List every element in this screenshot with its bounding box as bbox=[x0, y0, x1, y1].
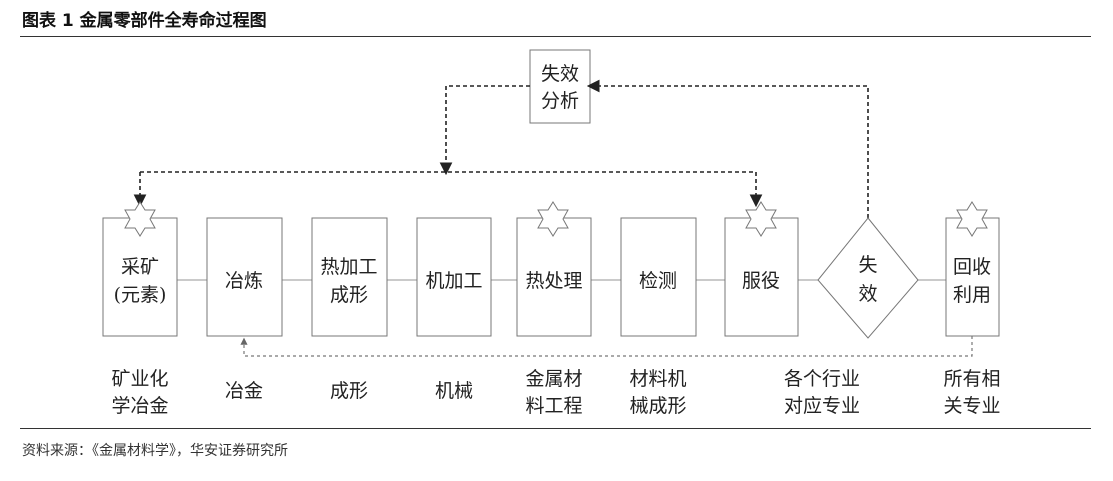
caption-smelting: 冶金 bbox=[225, 380, 263, 402]
caption-line: 材料机 bbox=[629, 368, 686, 390]
node-smelting: 冶炼 bbox=[206, 217, 283, 337]
caption-line: 所有相 bbox=[943, 368, 1000, 390]
caption-line: 关专业 bbox=[943, 395, 1000, 417]
caption-line: 对应专业 bbox=[784, 395, 860, 417]
node-label: 检测 bbox=[639, 270, 677, 292]
caption-service: 各个行业 对应专业 bbox=[784, 368, 860, 417]
recycle-return-line bbox=[240, 336, 973, 357]
caption-line: 械成形 bbox=[629, 395, 686, 417]
node-label: 失 bbox=[858, 254, 877, 276]
node-label: 热处理 bbox=[525, 270, 582, 292]
node-label: 机加工 bbox=[425, 270, 482, 292]
failure-analysis-box bbox=[529, 49, 591, 124]
caption-line: 冶金 bbox=[225, 380, 263, 402]
failure-analysis-label-line2: 分析 bbox=[541, 90, 579, 112]
caption-line: 矿业化 bbox=[111, 368, 168, 390]
node-label: 服役 bbox=[742, 270, 780, 292]
star-icon-service bbox=[745, 201, 777, 237]
node-label: 利用 bbox=[953, 284, 991, 306]
feedback-line-to-analysis bbox=[586, 79, 869, 218]
source-note: 资料来源：《金属材料学》，华安证券研究所 bbox=[22, 443, 288, 459]
caption-mining: 矿业化 学冶金 bbox=[111, 368, 168, 417]
node-inspection: 检测 bbox=[620, 217, 697, 337]
top-rule bbox=[20, 36, 1091, 37]
caption-hot-forming: 成形 bbox=[330, 380, 368, 402]
figure-title: 图表 1 金属零部件全寿命过程图 bbox=[22, 11, 267, 31]
node-mining: 采矿 (元素) bbox=[102, 217, 178, 337]
caption-line: 学冶金 bbox=[111, 395, 168, 417]
node-label: 效 bbox=[858, 283, 877, 305]
star-icon-recycle bbox=[956, 201, 988, 237]
caption-line: 机械 bbox=[435, 380, 473, 402]
caption-machining: 机械 bbox=[435, 380, 473, 402]
bottom-rule bbox=[20, 428, 1091, 429]
node-label: 回收 bbox=[953, 256, 991, 278]
caption-inspection: 材料机 械成形 bbox=[629, 368, 686, 417]
node-failure-diamond: 失 效 bbox=[817, 217, 919, 339]
star-icon-mining bbox=[124, 201, 156, 237]
caption-heat-treatment: 金属材 料工程 bbox=[525, 368, 582, 417]
failure-analysis-label-line1: 失效 bbox=[541, 63, 579, 85]
node-label: 成形 bbox=[330, 284, 368, 306]
caption-line: 料工程 bbox=[525, 395, 582, 417]
node-recycle: 回收 利用 bbox=[945, 217, 1000, 337]
node-label: 热加工 bbox=[320, 256, 377, 278]
node-label: (元素) bbox=[114, 284, 167, 306]
node-hot-forming: 热加工 成形 bbox=[311, 217, 388, 337]
caption-line: 成形 bbox=[330, 380, 368, 402]
node-heat-treatment: 热处理 bbox=[516, 217, 592, 337]
caption-recycle: 所有相 关专业 bbox=[943, 368, 1000, 417]
node-machining: 机加工 bbox=[416, 217, 492, 337]
caption-line: 金属材 bbox=[525, 368, 582, 390]
node-label: 冶炼 bbox=[225, 270, 263, 292]
analysis-line-down bbox=[439, 85, 530, 176]
caption-line: 各个行业 bbox=[784, 368, 860, 390]
node-label: 采矿 bbox=[121, 256, 159, 278]
star-icon-heat-treatment bbox=[537, 201, 569, 237]
